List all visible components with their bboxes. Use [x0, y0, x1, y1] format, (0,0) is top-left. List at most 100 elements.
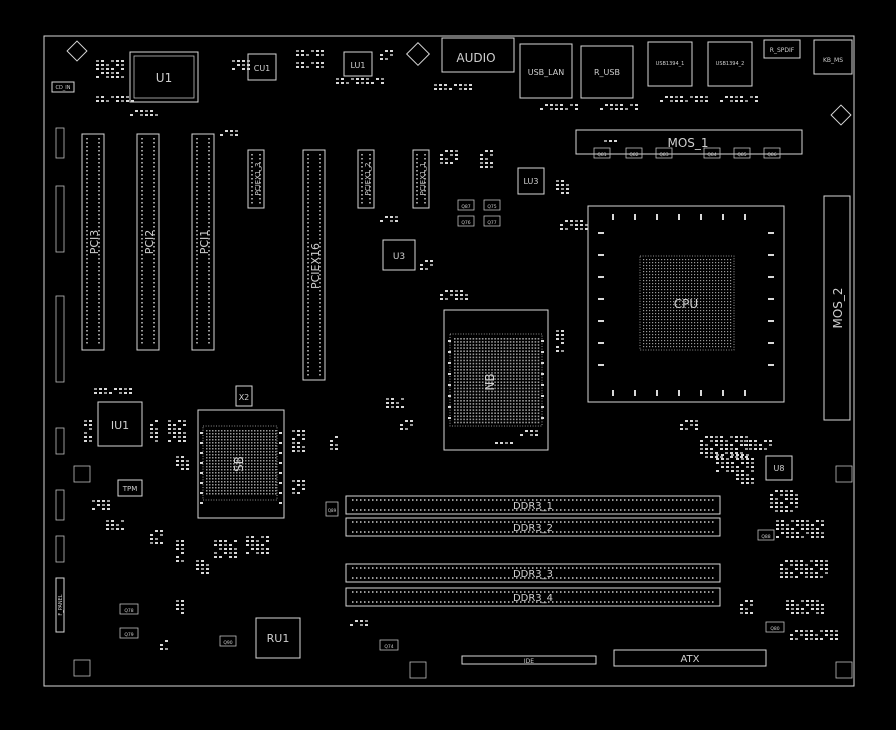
diamond-chip-left — [66, 40, 88, 62]
dimm-slot-2: DDR3_2 — [345, 517, 721, 537]
north-bridge: NB — [443, 309, 549, 451]
slot-pciex16: PCIEX16 — [302, 149, 326, 381]
connector-atx: ATX — [613, 649, 767, 667]
component-pads — [84, 50, 838, 650]
dimm-slot-1-label: DDR3_1 — [513, 501, 553, 512]
header-left-6 — [55, 535, 65, 563]
small-part-q78: Q78 — [119, 603, 139, 615]
chip-tpm-label: TPM — [122, 485, 138, 493]
small-part-q74: Q74 — [379, 639, 399, 651]
cpu-socket-label: CPU — [674, 297, 698, 311]
chip-u3: U3 — [382, 239, 416, 271]
small-part-q79: Q79 — [119, 627, 139, 639]
connector-r-spdif-label: R_SPDIF — [770, 47, 795, 54]
diamond-chip-mid — [405, 41, 431, 67]
svg-text:Q75: Q75 — [487, 204, 496, 210]
connector-usb1394-2: USB1394_2 — [707, 41, 753, 87]
slot-pci2-label: PCI2 — [143, 230, 156, 255]
chip-u8: U8 — [765, 455, 793, 481]
svg-text:Q87: Q87 — [461, 204, 470, 210]
svg-text:Q79: Q79 — [124, 632, 133, 638]
dimm-slot-3: DDR3_3 — [345, 563, 721, 583]
connector-ide-label: IDE — [524, 658, 534, 665]
small-part-q89: Q89 — [325, 501, 339, 517]
svg-text:Q78: Q78 — [124, 608, 133, 614]
small-part-q83: Q83 — [655, 147, 673, 159]
connector-atx-label: ATX — [680, 654, 699, 665]
mosfet-bank-1: MOS_1 — [575, 129, 803, 155]
svg-text:Q80: Q80 — [770, 626, 779, 632]
slot-pciex1-3-label: PCIEX1_3 — [254, 163, 262, 196]
connector-f-panel-label: F_PANEL — [58, 594, 64, 615]
chip-u1-label: U1 — [156, 71, 172, 85]
mosfet-bank-1-label: MOS_1 — [667, 136, 708, 150]
small-part-q88: Q88 — [757, 529, 775, 541]
cpu-socket: CPU — [587, 205, 785, 403]
small-part-q87: Q87 — [457, 199, 475, 211]
svg-text:Q88: Q88 — [761, 534, 770, 540]
small-part-q90: Q90 — [219, 635, 237, 647]
dimm-slot-4: DDR3_4 — [345, 587, 721, 607]
small-part-q84: Q84 — [703, 147, 721, 159]
chip-lu3: LU3 — [517, 167, 545, 195]
chip-cu1: CU1 — [247, 53, 277, 81]
south-bridge-label: SB — [232, 456, 246, 472]
chip-cu1-label: CU1 — [254, 64, 271, 73]
chip-iu1: IU1 — [97, 401, 143, 447]
small-part-q81: Q81 — [593, 147, 611, 159]
slot-pciex1-3: PCIEX1_3 — [247, 149, 265, 209]
svg-text:Q85: Q85 — [737, 152, 746, 158]
chip-u1: U1 — [129, 51, 199, 103]
board-outline — [43, 35, 855, 687]
slot-pciex1-1: PCIEX1_1 — [412, 149, 430, 209]
header-left-3 — [55, 295, 65, 383]
diamond-chip-right — [830, 104, 852, 126]
connector-usb-lan-label: USB_LAN — [528, 68, 565, 77]
connector-r-spdif: R_SPDIF — [763, 39, 801, 59]
corner-pad-tl — [73, 659, 91, 677]
svg-text:Q76: Q76 — [461, 220, 470, 226]
corner-pad-bl — [409, 661, 427, 679]
crystal-x2-label: X2 — [239, 393, 250, 402]
slot-pciex1-2: PCIEX1_2 — [357, 149, 375, 209]
connector-ide: IDE — [461, 655, 597, 665]
corner-pad-l — [73, 465, 91, 483]
svg-text:Q90: Q90 — [223, 640, 232, 646]
svg-text:Q77: Q77 — [487, 220, 496, 226]
slot-pciex1-1-label: PCIEX1_1 — [419, 163, 427, 196]
small-part-q86: Q86 — [763, 147, 781, 159]
chip-iu1-label: IU1 — [111, 419, 129, 432]
slot-pci3: PCI3 — [81, 133, 105, 351]
svg-text:Q83: Q83 — [659, 152, 668, 158]
connector-usb1394-2-label: USB1394_2 — [716, 61, 745, 67]
dimm-slot-3-label: DDR3_3 — [513, 569, 553, 580]
slot-pciex16-label: PCIEX16 — [309, 243, 322, 289]
chip-u8-label: U8 — [774, 464, 785, 473]
north-bridge-label: NB — [483, 373, 497, 390]
connector-usb1394-1: USB1394_1 — [647, 41, 693, 87]
connector-cd-in: CD_IN — [51, 81, 75, 93]
slot-pci1-label: PCI1 — [198, 230, 211, 255]
chip-lu3-label: LU3 — [523, 177, 538, 186]
header-left-2 — [55, 185, 65, 253]
dimm-slot-2-label: DDR3_2 — [513, 523, 553, 534]
header-left-1 — [55, 127, 65, 159]
header-left-4 — [55, 427, 65, 455]
corner-pad-br — [835, 661, 853, 679]
svg-text:Q74: Q74 — [384, 644, 393, 650]
connector-f-panel: F_PANEL — [55, 577, 65, 633]
header-left-5 — [55, 489, 65, 521]
chip-ru1: RU1 — [255, 617, 301, 659]
connector-kb-ms: KB_MS — [813, 39, 853, 75]
connector-r-usb: R_USB — [580, 45, 634, 99]
slot-pciex1-2-label: PCIEX1_2 — [364, 163, 372, 196]
mosfet-bank-2-label: MOS_2 — [831, 287, 845, 328]
slot-pci1: PCI1 — [191, 133, 215, 351]
slot-pci2: PCI2 — [136, 133, 160, 351]
connector-usb1394-1-label: USB1394_1 — [656, 61, 685, 67]
chip-lu1-label: LU1 — [350, 61, 365, 70]
connector-cd-in-label: CD_IN — [55, 85, 70, 91]
chip-tpm: TPM — [117, 479, 143, 497]
crystal-x2: X2 — [235, 385, 253, 407]
